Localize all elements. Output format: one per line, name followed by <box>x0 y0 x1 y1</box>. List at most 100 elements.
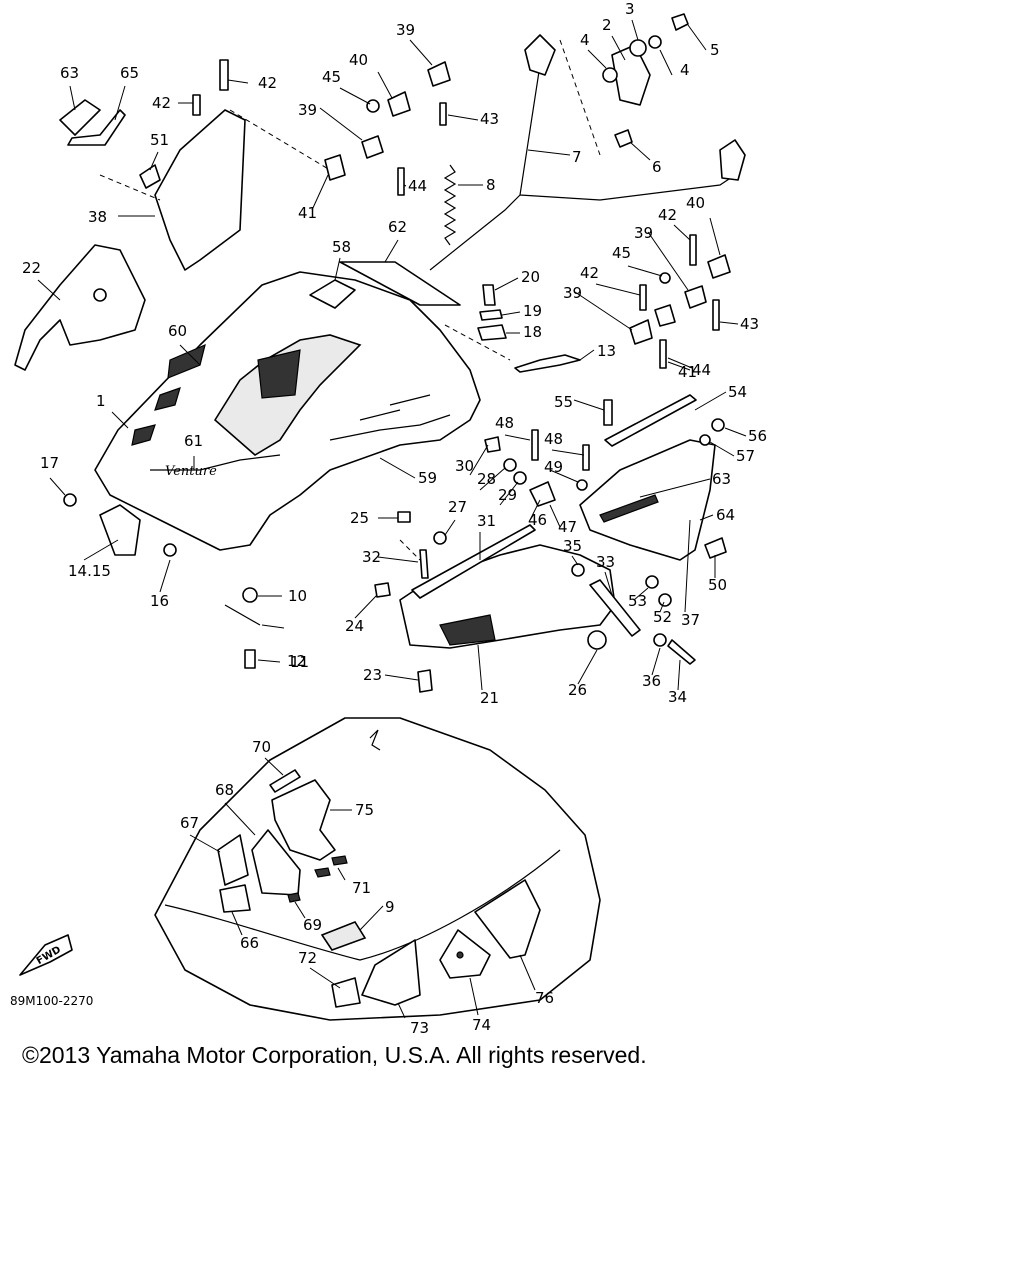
callout-label: 35 <box>563 537 582 555</box>
nut-35 <box>571 563 585 577</box>
washer-4b <box>648 35 662 49</box>
leader-line <box>687 24 707 51</box>
leader-line <box>377 71 393 99</box>
leader-line <box>627 265 663 277</box>
leader-line <box>384 674 419 681</box>
strip-33 <box>589 579 641 637</box>
callout-label: 33 <box>596 553 615 571</box>
inner-panel-21-opening <box>439 614 496 646</box>
leader-line <box>633 587 649 601</box>
callout-label: 24 <box>345 617 364 635</box>
rivet-44b <box>659 339 667 369</box>
hood-emblem-stripe <box>150 454 281 471</box>
washer-45b <box>659 272 671 284</box>
pad-74 <box>439 929 491 979</box>
washer-57 <box>699 434 711 446</box>
callout-label: 66 <box>240 934 259 952</box>
drawing-code: 89M100-2270 <box>10 994 93 1008</box>
callout-label: 54 <box>728 383 747 401</box>
callout-label: 39 <box>396 21 415 39</box>
nut-53 <box>645 575 659 589</box>
left-side-cover <box>14 244 146 371</box>
washer-28 <box>503 458 517 472</box>
callout-label: 70 <box>252 738 271 756</box>
rivet-43a <box>439 102 447 126</box>
callout-label: 42 <box>258 74 277 92</box>
leader-line <box>519 954 536 991</box>
rivet-42a <box>192 94 201 116</box>
callout-label: 69 <box>303 916 322 934</box>
callout-label: 17 <box>40 454 59 472</box>
cable-7 <box>429 64 736 271</box>
leader-line <box>571 555 579 566</box>
leader-line <box>334 257 341 281</box>
right-side-cover-trim-63 <box>599 494 659 523</box>
leader-line <box>69 85 76 111</box>
leader-line <box>677 659 681 691</box>
bolt-5 <box>671 13 689 31</box>
leader-line <box>577 649 598 685</box>
rivet-42c <box>689 234 697 266</box>
leader-line <box>549 469 579 483</box>
clip-39a <box>427 61 451 87</box>
leader-line <box>83 539 119 561</box>
leader-line <box>551 449 585 456</box>
callout-label: 45 <box>612 244 631 262</box>
leader-line <box>447 114 479 121</box>
callout-label: 63 <box>712 470 731 488</box>
callout-label: 9 <box>385 898 395 916</box>
callout-label: 60 <box>168 322 187 340</box>
callout-label: 22 <box>22 259 41 277</box>
callout-label: 64 <box>716 506 735 524</box>
trim-sticker-65 <box>67 109 126 146</box>
hood-intake-vent <box>257 349 301 399</box>
callout-label: 43 <box>480 110 499 128</box>
leader-line <box>319 107 363 141</box>
callout-label: 20 <box>521 268 540 286</box>
leader-line <box>651 647 661 676</box>
callout-label: 42 <box>658 206 677 224</box>
callout-label: 45 <box>322 68 341 86</box>
callout-label: 8 <box>486 176 496 194</box>
callout-label: 73 <box>410 1019 429 1037</box>
bolt-6 <box>614 129 633 148</box>
leader-line <box>611 35 626 61</box>
callout-label: 10 <box>288 587 307 605</box>
callout-label: 40 <box>349 51 368 69</box>
grommet-26 <box>587 630 607 650</box>
hood-emblem-text: Venture <box>165 464 217 479</box>
hood-underside-notch <box>369 729 381 751</box>
leader-line <box>574 291 633 331</box>
leader-line <box>224 802 256 836</box>
leader-line <box>469 977 479 1016</box>
callout-label: 14.15 <box>68 562 111 580</box>
hood-right-trim <box>329 394 451 441</box>
leader-line <box>359 905 384 931</box>
callout-label: 11 <box>290 653 309 671</box>
ref-line-b <box>229 109 331 171</box>
leader-line <box>719 321 739 325</box>
callout-label: 39 <box>563 284 582 302</box>
callout-label: 26 <box>568 681 587 699</box>
leader-line <box>149 151 159 171</box>
nut-52 <box>658 593 672 607</box>
callout-label: 74 <box>472 1016 491 1034</box>
callout-label: 52 <box>653 608 672 626</box>
leader-line <box>529 499 541 521</box>
rivet-43b <box>712 299 720 331</box>
callout-label: 51 <box>150 131 169 149</box>
leader-line <box>501 311 521 316</box>
leader-line <box>694 391 727 411</box>
leader-line <box>659 601 665 613</box>
hood-underside <box>154 717 601 1021</box>
leader-line <box>469 444 489 476</box>
leader-line <box>527 149 571 156</box>
pad-67 <box>217 834 249 886</box>
fwd-arrow: FWD <box>19 934 73 976</box>
strip-13 <box>514 354 581 373</box>
callout-label: 55 <box>554 393 573 411</box>
ref-line-c <box>559 39 601 156</box>
leader-line <box>114 85 126 121</box>
washer-29 <box>513 471 527 485</box>
callout-label: 32 <box>362 548 381 566</box>
